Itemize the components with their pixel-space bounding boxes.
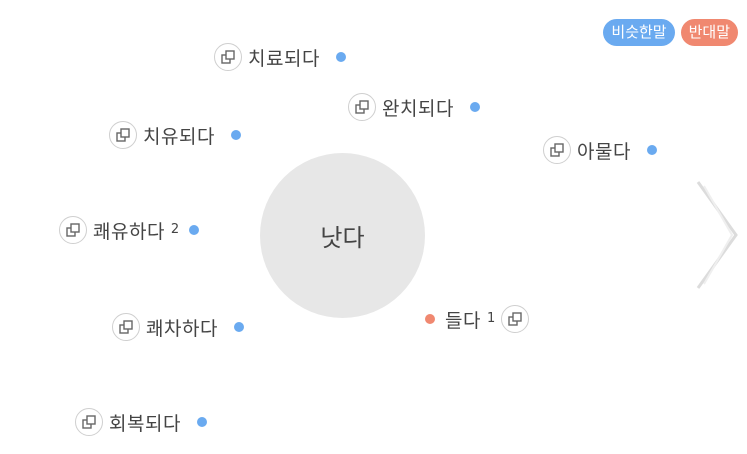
- synonym-dot-icon: [469, 102, 480, 112]
- synonym-label[interactable]: 아물다: [577, 140, 631, 163]
- chevron-right-icon: [696, 181, 738, 289]
- synonym-node-wanchidoeda[interactable]: 완치되다: [348, 93, 480, 121]
- center-word-node: 낫다: [260, 153, 425, 318]
- copy-icon[interactable]: [501, 305, 530, 333]
- antonym-label[interactable]: 들다: [445, 309, 481, 332]
- synonym-dot-icon: [189, 225, 200, 235]
- synonym-dot-icon: [233, 322, 244, 332]
- synonym-label[interactable]: 쾌차하다: [146, 317, 218, 340]
- synonym-label[interactable]: 치유되다: [143, 125, 215, 148]
- synonym-node-chiyudoeda[interactable]: 치유되다: [109, 121, 241, 149]
- synonym-dot-icon: [196, 417, 207, 427]
- synonym-dot-icon: [646, 145, 657, 155]
- synonym-node-hoebokdoeda[interactable]: 회복되다: [75, 408, 207, 436]
- copy-icon[interactable]: [112, 313, 140, 341]
- synonym-dot-icon: [335, 52, 346, 62]
- synonym-label[interactable]: 쾌유하다: [93, 220, 165, 243]
- copy-icon[interactable]: [543, 136, 571, 164]
- copy-icon[interactable]: [75, 408, 103, 436]
- antonym-legend-badge[interactable]: 반대말: [680, 19, 738, 46]
- synonym-label[interactable]: 치료되다: [248, 47, 320, 70]
- synonym-label[interactable]: 완치되다: [382, 97, 454, 120]
- synonym-legend-badge[interactable]: 비슷한말: [603, 19, 675, 46]
- copy-icon[interactable]: [109, 121, 137, 149]
- next-arrow-button[interactable]: [694, 180, 740, 294]
- copy-icon[interactable]: [59, 216, 87, 244]
- synonym-node-chiryodoeda[interactable]: 치료되다: [214, 43, 346, 71]
- copy-icon[interactable]: [348, 93, 376, 121]
- synonym-node-amulda[interactable]: 아물다: [543, 136, 657, 164]
- synonym-label[interactable]: 회복되다: [109, 412, 181, 435]
- antonym-dot-icon: [425, 314, 435, 324]
- center-word: 낫다: [320, 224, 365, 252]
- synonym-node-kwaechahada[interactable]: 쾌차하다: [112, 313, 244, 341]
- copy-icon[interactable]: [214, 43, 242, 71]
- synonym-dot-icon: [230, 130, 241, 140]
- legend: 비슷한말 반대말: [603, 19, 738, 46]
